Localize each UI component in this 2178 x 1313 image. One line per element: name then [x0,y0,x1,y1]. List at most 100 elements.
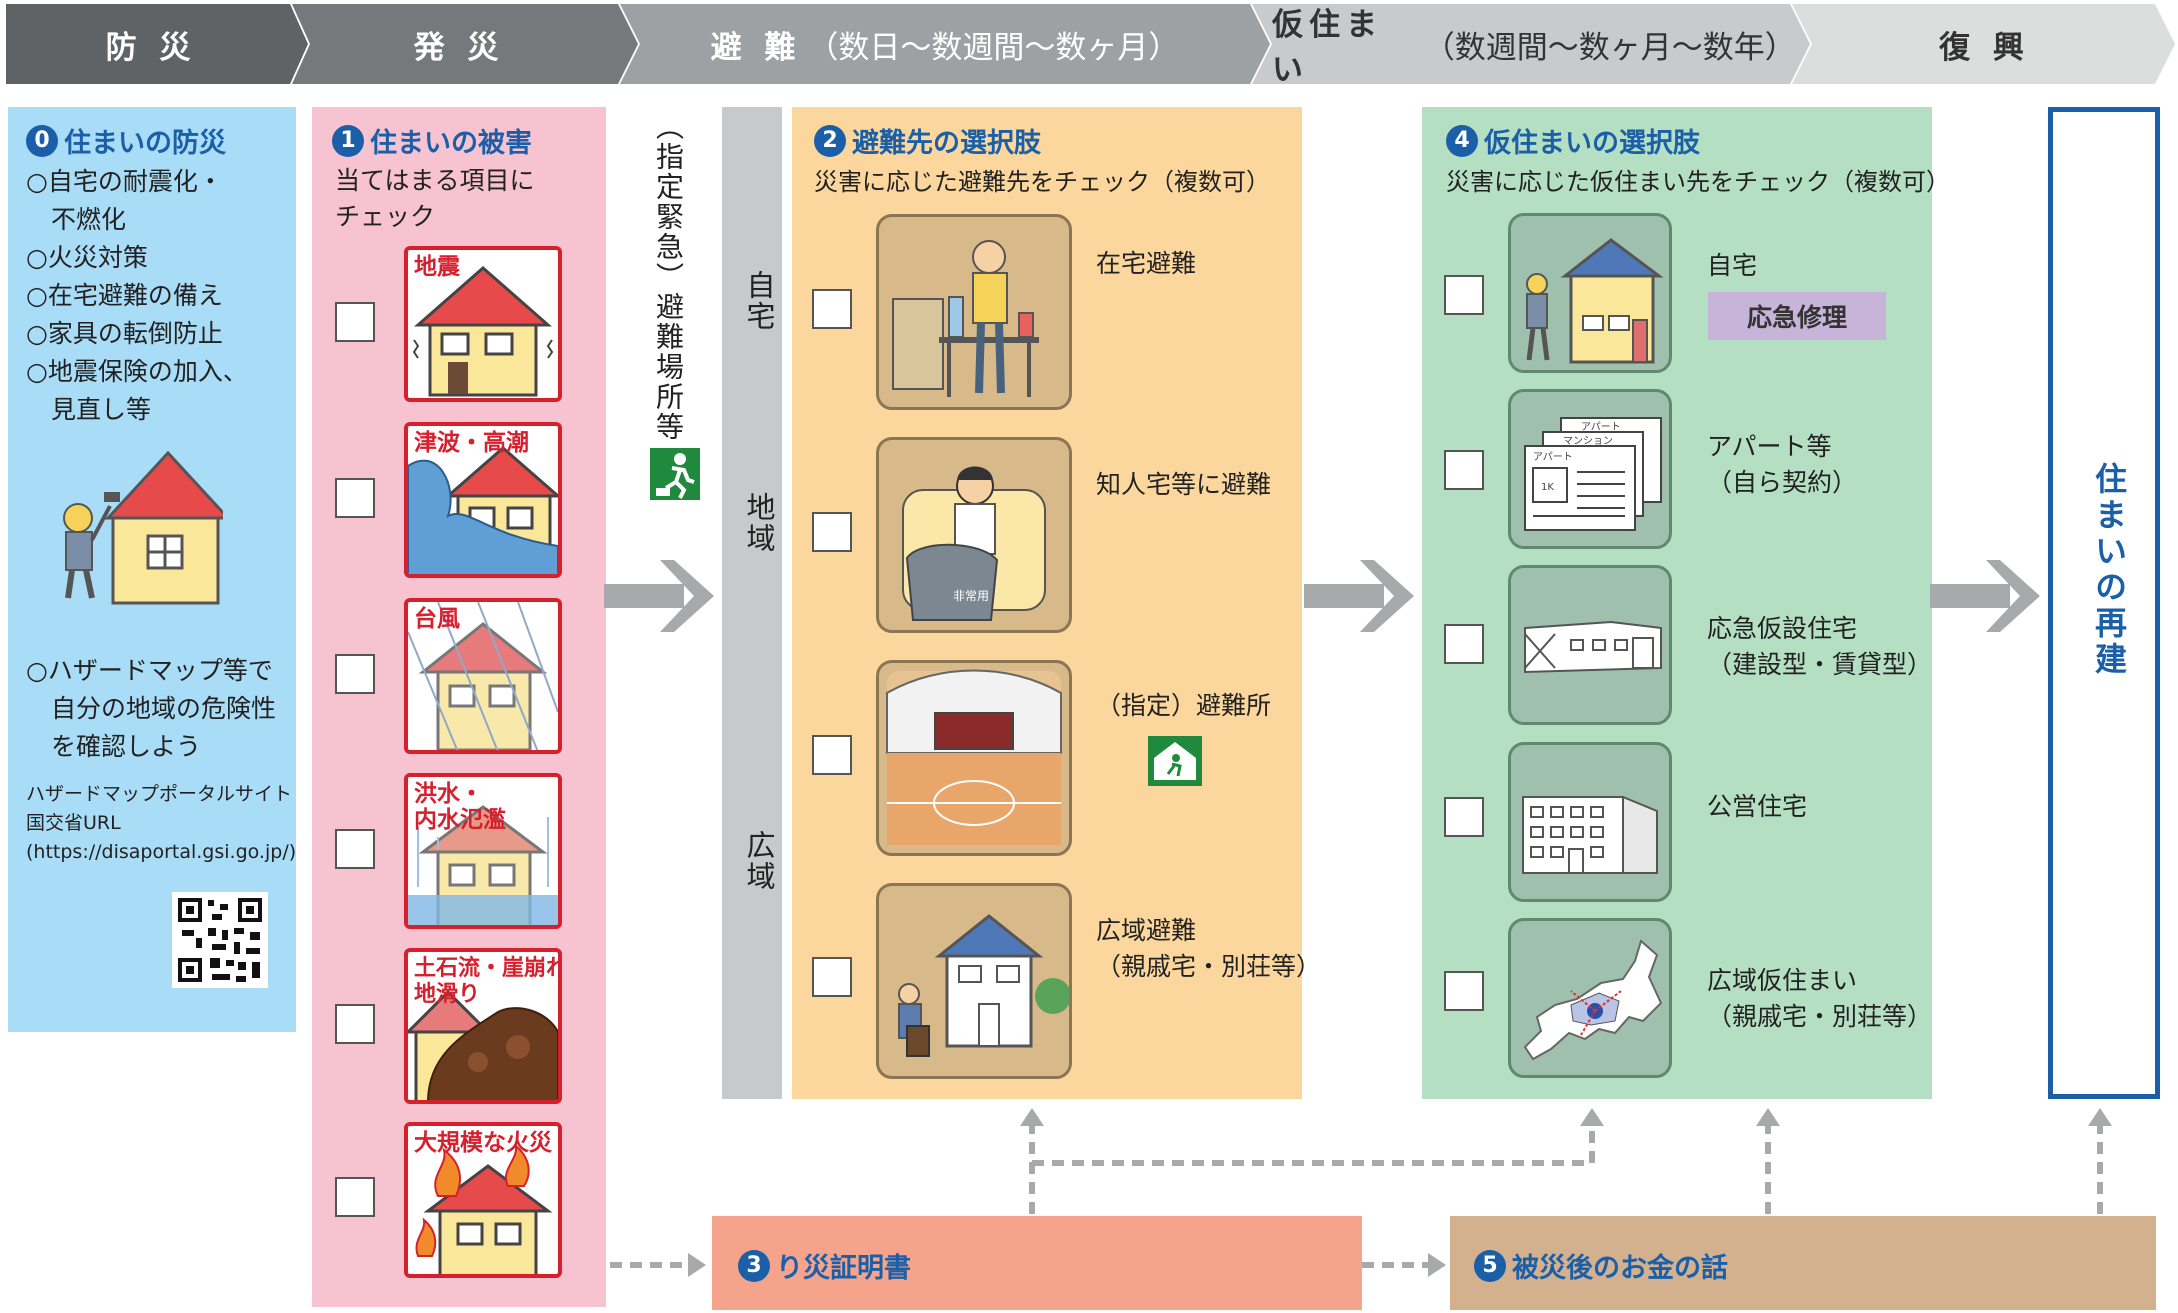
earthquake-house-icon [412,266,554,397]
apt-sign-4: 1K [1541,482,1554,493]
damage-label-tsunami: 津波・高潮 [414,430,529,456]
japan-map-illustration [1523,939,1663,1061]
area-column [722,107,782,1099]
phase-fukkou: 復 興 [1939,29,2030,66]
prefab-housing-illustration [1524,620,1662,674]
damage-card-flood: 洪水・内水氾濫 [404,773,562,929]
panel-1-instruction: 当てはまる項目にチェック [335,166,535,231]
temp-card-prefab [1508,565,1672,725]
friend-house-illustration: 非常用 [902,466,1046,621]
temp-label-home: 自宅 [1707,251,1758,280]
shelter-label: （指定緊急）避難場所等 [652,112,685,442]
tsunami-house-icon [408,446,558,574]
damage-checkbox-landslide[interactable] [335,1004,375,1044]
temp-label-apartment: アパート等（自ら契約） [1707,432,1858,497]
damage-checkbox-typhoon[interactable] [335,654,375,694]
apt-sign-3: アパート [1533,451,1573,463]
house-reinforcement-illustration [63,450,223,605]
damage-label-earthquake: 地震 [414,254,460,280]
damage-label-landslide: 土石流・崖崩れ・地滑り [414,956,558,1007]
evac-checkbox-acquaintance[interactable] [812,512,852,552]
damage-card-landslide: 土石流・崖崩れ・地滑り [404,948,562,1104]
apt-sign-1: アパート [1581,421,1621,433]
evac-card-acquaintance: 非常用 [876,437,1072,633]
area-label-local: 地域 [742,492,776,554]
evac-card-wide [876,883,1072,1079]
temp-card-wide [1508,918,1672,1078]
panel-4-temporary-housing [1422,107,1932,1099]
final-rebuild-label: 住まいの再建 [2090,462,2128,678]
evac-label-home: 在宅避難 [1096,249,1197,278]
temp-label-public: 公営住宅 [1707,792,1808,821]
temp-checkbox-prefab[interactable] [1444,624,1484,664]
evac-checkbox-wide[interactable] [812,957,852,997]
panel-2-instruction: 災害に応じた避難先をチェック（複数可） [814,168,1270,196]
damage-label-flood: 洪水・内水氾濫 [414,781,506,833]
damage-checkbox-earthquake[interactable] [335,302,375,342]
damage-checkbox-fire[interactable] [335,1177,375,1217]
hazard-portal-info: ハザードマップポータルサイト国交省URL(https://disaportal.… [26,783,297,863]
evac-label-shelter: （指定）避難所 [1096,691,1272,720]
apartment-listing-illustration: アパート マンション アパート 1K [1524,417,1662,531]
temp-checkbox-wide[interactable] [1444,971,1484,1011]
flow-arrow-2 [1304,560,1414,632]
evac-label-wide: 広域避難（親戚宅・別荘等） [1096,916,1322,981]
phase-bar [6,4,2175,84]
home-repair-illustration [1526,238,1664,364]
phase-hinan: 避 難（数日〜数週間〜数ヶ月） [710,29,1180,66]
damage-card-typhoon: 台風 [404,598,562,754]
emergency-exit-icon [650,448,700,500]
phase-hassai: 発 災 [413,29,505,66]
area-label-home: 自宅 [742,270,776,332]
temp-card-home [1508,213,1672,373]
evacuation-shelter-icon [1148,736,1202,786]
apt-sign-2: マンション [1563,436,1613,447]
temp-label-wide: 広域仮住まい（親戚宅・別荘等） [1707,966,1933,1031]
final-rebuild-box [2048,107,2160,1099]
bag-label: 非常用 [953,589,989,603]
temp-checkbox-apartment[interactable] [1444,450,1484,490]
flood-house-icon [408,805,558,925]
temp-checkbox-home[interactable] [1444,275,1484,315]
hazard-map-note: ○ハザードマップ等で 自分の地域の危険性 を確認しよう [26,656,277,761]
temp-label-prefab: 応急仮設住宅（建設型・賃貸型） [1707,614,1933,679]
panel-3-certificate [712,1216,1362,1310]
landslide-house-icon [408,989,558,1100]
damage-label-typhoon: 台風 [414,606,460,632]
damage-label-fire: 大規模な火災 [414,1130,552,1156]
flow-arrow-1 [604,560,714,632]
public-housing-illustration [1522,795,1658,874]
bousai-list: ○自宅の耐震化・ 不燃化○火災対策 ○在宅避難の備え○家具の転倒防止○地震保険の… [26,167,248,424]
damage-card-tsunami: 津波・高潮 [404,422,562,578]
temp-checkbox-public[interactable] [1444,797,1484,837]
area-label-wide: 広域 [742,830,776,892]
temp-card-apartment: アパート マンション アパート 1K [1508,389,1672,549]
evac-checkbox-shelter[interactable] [812,735,852,775]
emergency-repair-badge: 応急修理 [1708,292,1886,340]
panel-4-instruction: 災害に応じた仮住まい先をチェック（複数可） [1446,168,1950,196]
evac-card-home [876,214,1072,410]
evac-checkbox-home[interactable] [812,289,852,329]
damage-card-earthquake: 地震 [404,246,562,402]
gym-shelter-illustration [886,669,1062,845]
damage-card-fire: 大規模な火災 [404,1122,562,1278]
panel-5-money [1450,1216,2156,1310]
wide-area-evacuation-illustration [898,914,1069,1057]
evac-card-shelter [876,660,1072,856]
phase-bousai: 防 災 [105,29,197,66]
qr-code[interactable] [172,892,268,988]
damage-checkbox-flood[interactable] [335,829,375,869]
fire-house-icon [415,1143,553,1274]
evac-label-acquaintance: 知人宅等に避難 [1096,470,1272,499]
temp-card-public [1508,742,1672,902]
damage-checkbox-tsunami[interactable] [335,478,375,518]
home-evacuation-illustration [892,240,1039,397]
typhoon-house-icon [408,602,558,750]
